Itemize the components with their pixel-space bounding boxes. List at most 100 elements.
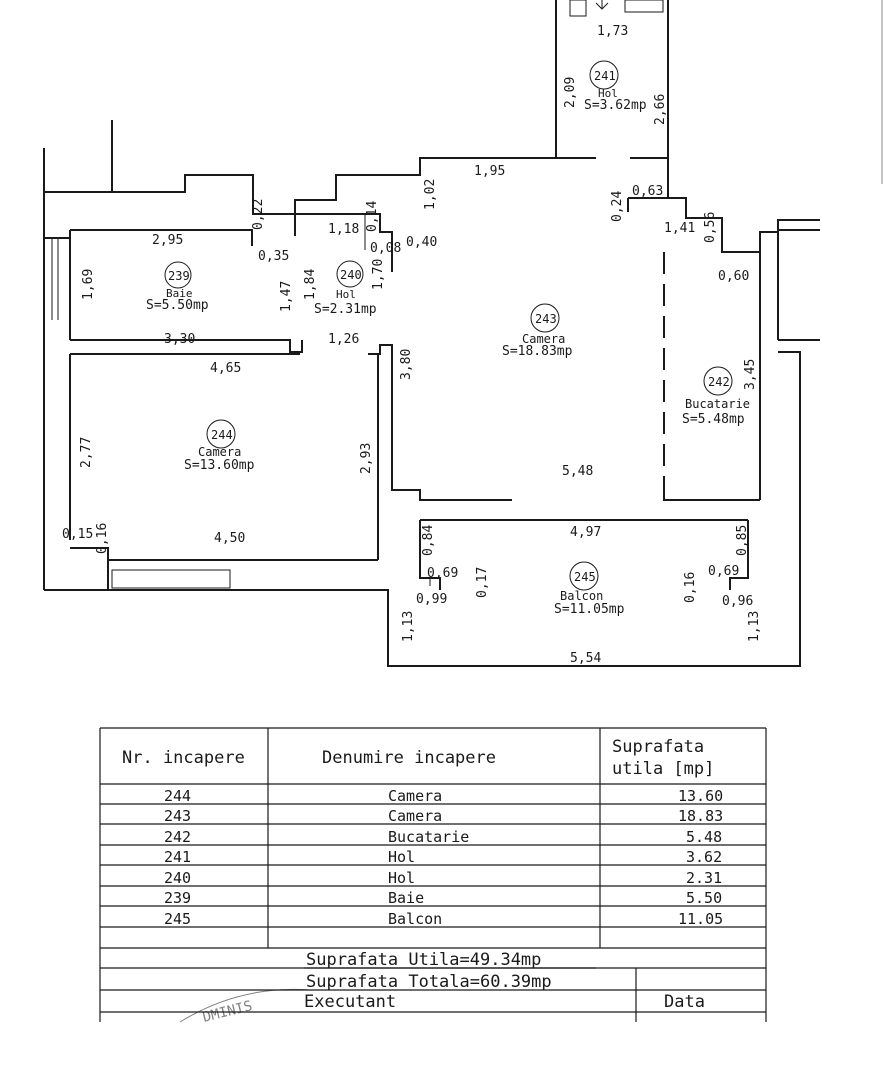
data-label: Data: [664, 992, 705, 1012]
dim-label: 1,47: [279, 281, 294, 312]
dim-label: 0,96: [722, 594, 753, 609]
dim-label: 4,50: [214, 531, 245, 546]
dim-label: 0,22: [251, 199, 266, 230]
room-area: S=13.60mp: [184, 458, 255, 473]
room-number: 244: [211, 428, 233, 442]
room-table: Nr. incapere Denumire incapere Suprafata…: [99, 727, 767, 1022]
row-nr: 245: [164, 910, 191, 928]
dim-label: 2,93: [359, 443, 374, 474]
total-totala: Suprafata Totala=60.39mp: [306, 972, 552, 992]
dim-label: 0,84: [421, 525, 436, 556]
dim-label: 2,66: [653, 94, 668, 125]
room-name: Balcon: [560, 589, 603, 603]
row-area: 13.60: [678, 787, 723, 805]
dim-label: 2,09: [563, 77, 578, 108]
room-area: S=18.83mp: [502, 344, 573, 359]
dim-label: 0,69: [708, 564, 739, 579]
room-number: 242: [708, 375, 730, 389]
room-244: 244 Camera S=13.60mp: [184, 419, 255, 473]
dim-label: 0,24: [610, 191, 625, 222]
row-nr: 244: [164, 787, 191, 805]
dim-label: 3,45: [743, 359, 758, 390]
dim-label: 2,95: [152, 233, 183, 248]
row-nr: 243: [164, 807, 191, 825]
room-name: Camera: [522, 332, 565, 346]
room-name: Camera: [198, 445, 241, 459]
row-name: Camera: [388, 807, 442, 825]
room-number: 245: [574, 570, 596, 584]
dim-label: 3,80: [399, 349, 414, 380]
dim-label: 1,69: [81, 269, 96, 300]
header-area-line2: utila [mp]: [612, 759, 714, 779]
dim-label: 1,13: [401, 611, 416, 642]
dim-label: 0,60: [718, 269, 749, 284]
stamp-seal: DMINIS: [179, 988, 311, 1026]
room-number: 243: [535, 312, 557, 326]
room-name: Bucatarie: [685, 397, 750, 411]
dim-label: 2,77: [79, 437, 94, 468]
dimension-labels: 1,73 2,09 2,66 1,95 1,02 0,63 0,24 1,41 …: [62, 24, 762, 666]
room-area: S=11.05mp: [554, 602, 625, 617]
room-markers: 239 Baie S=5.50mp 240 Hol S=2.31mp 241 H…: [146, 60, 750, 617]
room-area: S=3.62mp: [584, 98, 647, 113]
row-area: 3.62: [686, 848, 722, 866]
dim-label: 0,99: [416, 592, 447, 607]
dim-label: 1,95: [474, 164, 505, 179]
dim-label: 1,13: [747, 611, 762, 642]
row-area: 2.31: [686, 869, 722, 887]
room-number: 241: [594, 69, 616, 83]
row-name: Balcon: [388, 910, 442, 928]
dim-label: 0,15: [62, 527, 93, 542]
row-name: Bucatarie: [388, 828, 469, 846]
room-239: 239 Baie S=5.50mp: [146, 261, 209, 313]
dim-label: 4,65: [210, 361, 241, 376]
room-number: 240: [340, 268, 362, 282]
dim-label: 0,40: [406, 235, 437, 250]
row-nr: 240: [164, 869, 191, 887]
row-name: Baie: [388, 889, 424, 907]
room-name: Hol: [336, 288, 356, 301]
dim-label: 3,30: [164, 332, 195, 347]
row-area: 5.50: [686, 889, 722, 907]
room-number: 239: [168, 269, 190, 283]
room-area: S=5.48mp: [682, 412, 745, 427]
room-242: 242 Bucatarie S=5.48mp: [682, 366, 750, 427]
dim-label: 1,84: [303, 269, 318, 300]
row-nr: 242: [164, 828, 191, 846]
row-area: 11.05: [678, 910, 723, 928]
row-name: Camera: [388, 787, 442, 805]
header-nr: Nr. incapere: [122, 748, 245, 768]
dim-label: 4,97: [570, 525, 601, 540]
dim-label: 1,70: [371, 259, 386, 290]
dim-label: 0,14: [365, 201, 380, 232]
dim-label: 0,56: [703, 212, 718, 243]
table-row-lines: [100, 803, 766, 1013]
row-area: 18.83: [678, 807, 723, 825]
dim-label: 1,41: [664, 221, 695, 236]
dim-label: 0,63: [632, 184, 663, 199]
walls: [43, 0, 820, 667]
dim-label: 1,18: [328, 222, 359, 237]
row-name: Hol: [388, 869, 415, 887]
executant-label: Executant: [304, 992, 396, 1012]
row-area: 5.48: [686, 828, 722, 846]
row-nr: 239: [164, 889, 191, 907]
dim-label: 0,85: [735, 525, 750, 556]
dim-label: 1,73: [597, 24, 628, 39]
room-name: Baie: [166, 287, 193, 300]
header-name: Denumire incapere: [322, 748, 496, 768]
room-240: 240 Hol S=2.31mp: [314, 260, 377, 317]
dim-label: 0,16: [95, 523, 110, 554]
total-utila: Suprafata Utila=49.34mp: [306, 950, 541, 970]
dim-label: 0,69: [427, 566, 458, 581]
dim-label: 1,26: [328, 332, 359, 347]
row-nr: 241: [164, 848, 191, 866]
dim-label: 0,17: [475, 567, 490, 598]
dim-label: 5,54: [570, 651, 601, 666]
dim-label: 1,02: [423, 179, 438, 210]
dim-label: 0,16: [683, 572, 698, 603]
stamp-text: DMINIS: [201, 998, 254, 1026]
dim-label: 0,35: [258, 249, 289, 264]
entrance-arrow-icon: [595, 0, 609, 10]
